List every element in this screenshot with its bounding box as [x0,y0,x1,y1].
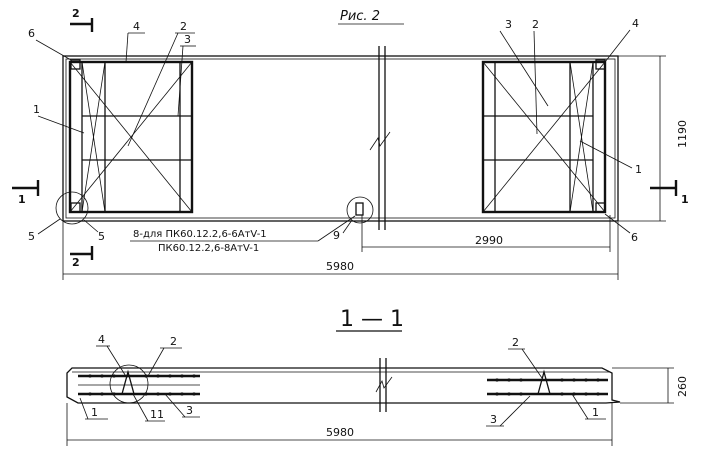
plan-callout-2-right: 2 [532,18,539,31]
section-callout-4: 4 [98,333,105,346]
section-callout-3-left: 3 [186,404,193,417]
plan-callout-1-right: 1 [635,163,642,176]
plan-callout-9: 9 [333,229,340,242]
section-dim-height: 260 [676,376,689,397]
section-callout-11: 11 [150,408,164,421]
section-dim-length: 5980 [326,426,354,439]
section-callout-2-right: 2 [512,336,519,349]
plan-callout-5-left: 5 [28,230,35,243]
section-mark-1-right: 1 [681,193,689,206]
section-callout-2-left: 2 [170,335,177,348]
section-view: 1 — 1 [66,307,689,446]
plan-view: 2 2 1 1 6 4 2 3 1 5 5 3 2 4 1 6 [12,7,689,280]
section-callout-3-right: 3 [490,413,497,426]
right-cage [481,59,607,214]
left-cage [68,59,194,214]
plan-callout-4-left: 4 [133,20,140,33]
section-callout-1-right: 1 [592,406,599,419]
plan-dim-half: 2990 [475,234,503,247]
section-mark-2-bottom: 2 [72,256,80,269]
plan-callout-3-left: 3 [184,33,191,46]
plan-note-line2: ПК60.12.2,6-8АтV-1 [158,243,259,254]
plan-dim-length: 5980 [326,260,354,273]
section-mark-1-left: 1 [18,193,26,206]
plan-callout-2-left: 2 [180,20,187,33]
plan-note-line1: 8-для ПК60.12.2,6-6АтV-1 [133,229,267,240]
figure-title: Рис. 2 [340,9,380,24]
plan-callout-6-left: 6 [28,27,35,40]
plan-callout-4-right: 4 [632,17,639,30]
section-rebar-dots [88,374,600,396]
plan-callout-6-right: 6 [631,231,638,244]
plan-dim-width: 1190 [676,120,689,148]
plan-callout-1-left: 1 [33,103,40,116]
plan-callout-5-right: 5 [98,230,105,243]
plan-callout-3-right: 3 [505,18,512,31]
section-callout-1-left: 1 [91,406,98,419]
section-mark-2-top: 2 [72,7,80,20]
section-title: 1 — 1 [340,307,404,332]
